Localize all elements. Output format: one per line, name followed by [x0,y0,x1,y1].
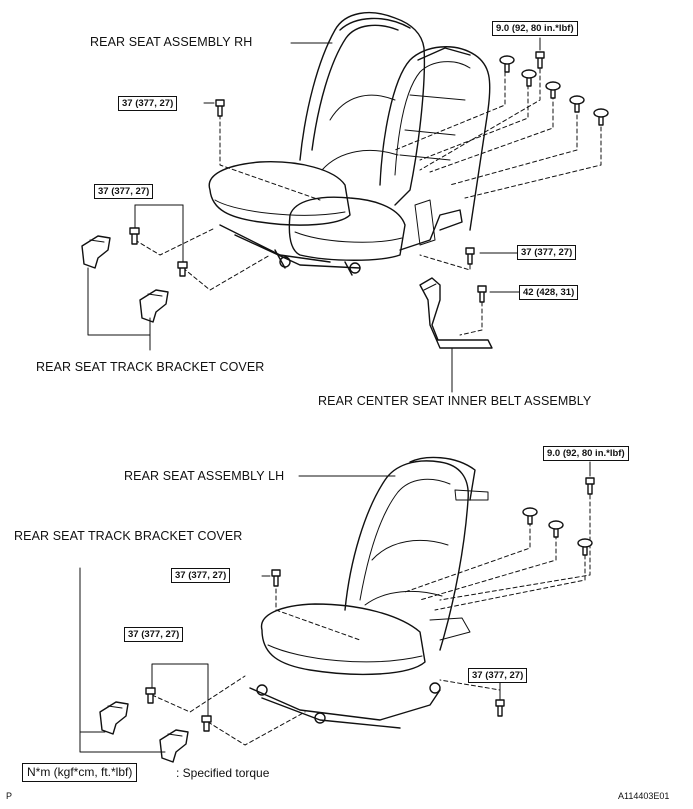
torque-box: 37 (377, 27) [124,627,184,642]
label-track-cover-top: REAR SEAT TRACK BRACKET COVER [36,360,265,374]
legend-text: : Specified torque [176,766,270,780]
figure-id: A114403E01 [618,791,670,801]
torque-box: 37 (377, 27) [517,245,577,260]
torque-box: 9.0 (92, 80 in.*lbf) [543,446,629,461]
label-seat-lh: REAR SEAT ASSEMBLY LH [124,469,285,483]
torque-box: 37 (377, 27) [468,668,528,683]
page-mark: P [6,791,13,801]
torque-box: 37 (377, 27) [171,568,231,583]
legend-unit: N*m (kgf*cm, ft.*lbf) [22,763,138,782]
label-seat-rh: REAR SEAT ASSEMBLY RH [90,35,253,49]
label-center-belt: REAR CENTER SEAT INNER BELT ASSEMBLY [318,394,592,408]
seat-rh-drawing [208,11,491,276]
torque-box: 42 (428, 31) [519,285,579,300]
torque-box: 9.0 (92, 80 in.*lbf) [492,21,578,36]
bolts-bottom [145,477,595,732]
torque-box: 37 (377, 27) [94,184,154,199]
torque-box: 37 (377, 27) [118,96,178,111]
seat-lh-drawing [249,456,489,729]
track-bracket-covers-top [81,235,169,323]
track-bracket-covers-bottom [99,701,189,763]
bolts-top [129,51,609,303]
center-belt-drawing [419,277,493,349]
label-track-cover-bottom: REAR SEAT TRACK BRACKET COVER [14,529,243,543]
